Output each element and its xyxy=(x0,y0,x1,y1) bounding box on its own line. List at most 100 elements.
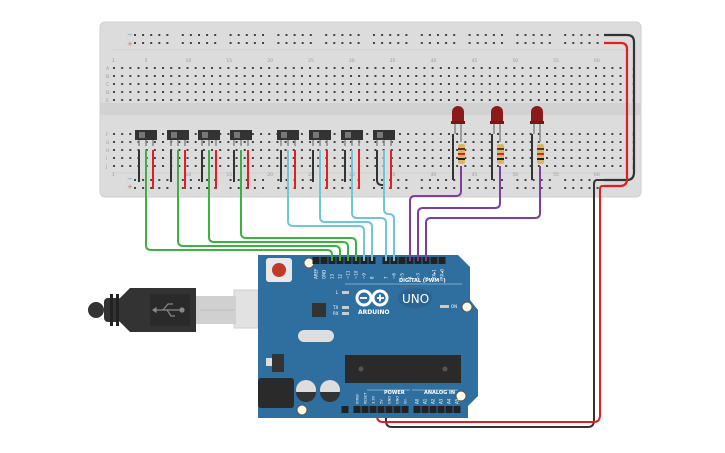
rail-hole xyxy=(524,179,527,181)
breadboard-hole xyxy=(113,83,115,85)
breadboard-hole xyxy=(194,67,197,69)
rail-hole xyxy=(453,187,456,189)
breadboard-hole xyxy=(251,157,254,159)
breadboard-hole xyxy=(349,165,352,167)
row-letter: D xyxy=(106,90,110,96)
led xyxy=(491,106,503,122)
breadboard-hole xyxy=(513,67,516,69)
rail-hole xyxy=(341,187,344,189)
breadboard-hole xyxy=(415,91,418,93)
breadboard-hole xyxy=(121,157,124,159)
breadboard-hole xyxy=(488,67,491,69)
breadboard-hole xyxy=(595,149,598,151)
breadboard-hole xyxy=(170,91,173,93)
rail-hole xyxy=(150,179,153,181)
breadboard-hole xyxy=(202,157,205,159)
breadboard-hole xyxy=(202,75,205,77)
breadboard-hole xyxy=(219,165,222,167)
arduino-uno[interactable]: ARDUINO UNO L TX RX ON DIGITAL (PWM~) PO… xyxy=(258,255,478,418)
rail-hole xyxy=(564,42,567,44)
breadboard-hole xyxy=(562,99,565,101)
breadboard-hole xyxy=(407,133,410,135)
breadboard-hole xyxy=(586,67,589,69)
breadboard-hole xyxy=(488,157,491,159)
breadboard-hole xyxy=(309,99,312,101)
breadboard-hole xyxy=(227,149,230,151)
breadboard-hole xyxy=(317,99,320,101)
rail-hole xyxy=(572,42,575,44)
breadboard-hole xyxy=(260,83,263,85)
breadboard-hole xyxy=(603,149,606,151)
breadboard-hole xyxy=(219,149,222,151)
breadboard-hole xyxy=(398,99,401,101)
breadboard-hole xyxy=(194,91,197,93)
switch-signal-wire xyxy=(145,150,333,261)
rail-hole xyxy=(198,179,200,181)
breadboard-hole xyxy=(546,157,549,159)
rail-hole xyxy=(309,34,312,36)
breadboard-hole xyxy=(284,149,287,151)
rail-hole xyxy=(150,187,153,189)
column-number: 35 xyxy=(390,58,396,64)
breadboard-hole xyxy=(374,75,377,77)
breadboard-hole xyxy=(325,75,328,77)
breadboard-hole xyxy=(219,157,222,159)
breadboard-hole xyxy=(260,133,263,135)
rail-hole xyxy=(285,42,288,44)
rail-hole xyxy=(580,34,583,36)
rail-bridge-wires xyxy=(376,33,636,428)
breadboard-hole xyxy=(121,99,124,101)
breadboard-hole xyxy=(243,99,246,101)
breadboard-hole xyxy=(546,67,549,69)
rail-hole xyxy=(349,42,352,44)
breadboard-hole xyxy=(284,157,287,159)
breadboard-hole xyxy=(562,165,565,167)
breadboard-hole xyxy=(603,91,606,93)
rail-hole xyxy=(206,42,209,44)
rail-hole xyxy=(453,179,456,181)
breadboard-hole xyxy=(407,157,410,159)
rail-hole xyxy=(476,42,479,44)
breadboard-hole xyxy=(595,157,598,159)
breadboard-hole xyxy=(333,133,336,135)
breadboard-hole xyxy=(227,157,230,159)
breadboard-hole xyxy=(603,157,606,159)
rail-hole xyxy=(381,179,384,181)
breadboard-hole xyxy=(194,157,197,159)
breadboard-hole xyxy=(358,91,361,93)
header-pin xyxy=(393,406,401,413)
rail-hole xyxy=(516,179,519,181)
breadboard-hole xyxy=(586,165,589,167)
breadboard-hole xyxy=(333,99,336,101)
rail-hole xyxy=(397,179,400,181)
breadboard-hole xyxy=(529,157,532,159)
rail-hole xyxy=(237,42,240,44)
breadboard-hole xyxy=(464,133,467,135)
breadboard-hole xyxy=(472,91,475,93)
rail-hole xyxy=(428,42,431,44)
breadboard-hole xyxy=(611,83,614,85)
breadboard-hole xyxy=(456,91,459,93)
breadboard-hole xyxy=(398,141,401,143)
breadboard[interactable]: − + − + 11551010151520202525303035354040… xyxy=(99,21,642,198)
resistor-band xyxy=(537,153,544,155)
breadboard-hole xyxy=(219,83,222,85)
rail-hole xyxy=(588,187,591,189)
breadboard-hole xyxy=(211,165,214,167)
rail-hole xyxy=(293,42,296,44)
breadboard-hole xyxy=(292,165,295,167)
breadboard-hole xyxy=(162,133,165,135)
header-pin xyxy=(353,406,361,413)
usb-cable[interactable] xyxy=(88,288,259,332)
breadboard-hole xyxy=(284,165,287,167)
rail-hole xyxy=(501,179,503,181)
breadboard-hole xyxy=(113,91,115,93)
breadboard-hole xyxy=(129,99,132,101)
rail-hole xyxy=(516,42,519,44)
breadboard-hole xyxy=(325,99,328,101)
rail-hole xyxy=(158,187,161,189)
breadboard-hole xyxy=(194,75,197,77)
column-number: 20 xyxy=(267,172,273,178)
row-letter: I xyxy=(632,156,633,162)
